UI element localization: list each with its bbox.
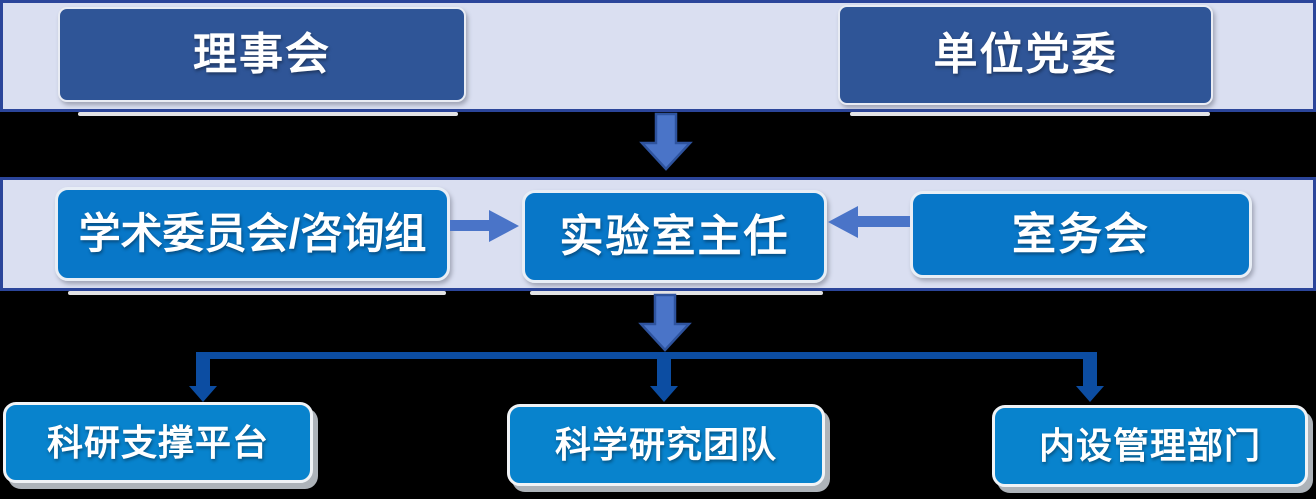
box-shadow-strip bbox=[68, 291, 446, 295]
branch-line bbox=[196, 352, 1094, 359]
box-shadow-strip bbox=[78, 112, 458, 116]
down-arrow-top bbox=[639, 112, 693, 171]
node-board-of-directors: 理事会 bbox=[58, 7, 466, 102]
node-research-support-platform: 科研支撑平台 bbox=[3, 402, 313, 483]
box-shadow-strip bbox=[530, 291, 823, 295]
branch-arrow-right-shaft bbox=[1083, 352, 1097, 386]
box-shadow-strip bbox=[850, 112, 1210, 116]
node-scientific-research-teams: 科学研究团队 bbox=[507, 404, 825, 486]
branch-arrow-middle-shaft bbox=[657, 355, 671, 386]
node-internal-admin-departments: 内设管理部门 bbox=[992, 405, 1308, 487]
branch-arrow-middle-head bbox=[650, 386, 678, 402]
down-arrow-center bbox=[638, 293, 692, 352]
branch-arrow-left-shaft bbox=[196, 352, 210, 386]
branch-arrow-left-head bbox=[189, 386, 217, 402]
node-unit-party-committee: 单位党委 bbox=[838, 5, 1213, 105]
node-lab-director: 实验室主任 bbox=[522, 190, 827, 283]
branch-arrow-right-head bbox=[1076, 386, 1104, 402]
node-academic-committee-advisory-group: 学术委员会/咨询组 bbox=[55, 187, 450, 281]
node-office-council: 室务会 bbox=[910, 191, 1252, 278]
